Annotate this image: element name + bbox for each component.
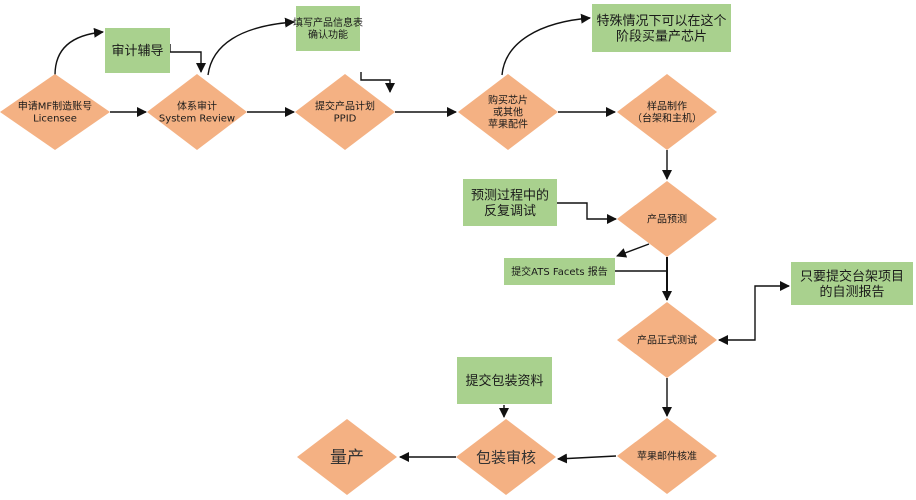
node-label-line: 包装审核 [476,448,536,466]
node-label-line: 提交产品计划 [315,100,375,113]
node-label-line: 苹果配件 [488,118,528,131]
node-label-line: 反复调试 [484,204,536,219]
node-label-line: 申请MF制造账号 [18,100,92,113]
node-label-line: PPID [334,114,357,125]
box-shape [463,179,557,226]
node-label-line: 购买芯片 [488,94,528,107]
node-label-line: 的自测报告 [819,284,884,300]
diamond-shape [617,418,717,494]
node-label-line: 苹果邮件核准 [637,450,697,463]
diamond-shape [147,74,247,150]
box-shape [296,6,360,51]
diamond-shape [617,74,717,150]
box-shape [791,262,913,305]
diamond-shape [295,74,395,150]
node-product-pretest: 产品预测 [617,181,717,257]
node-label-line: 预测过程中的 [471,187,549,203]
node-label-line: 特殊情况下可以在这个 [596,13,726,29]
diamond-shape [297,419,397,495]
edges-layer [54,13,790,464]
node-label-line: 确认功能 [308,28,348,41]
node-label-line: 或其他 [493,106,523,119]
node-label-line: 产品预测 [647,213,687,226]
node-audit-coaching: 审计辅导 [105,28,170,73]
node-formal-test: 产品正式测试 [617,302,717,378]
node-label-line: 提交包装资料 [465,373,543,389]
diamond-shape [456,419,556,495]
edge-buy-chips-to-special-case [501,13,591,76]
node-label-line: 填写产品信息表 [293,16,363,29]
node-package-review: 包装审核 [456,419,556,495]
diamond-shape [617,181,717,257]
edge-audit-coaching-to-system-review [169,44,206,73]
edge-iterative-debug-to-product-pretest [557,202,617,224]
edge-apple-approval-to-package-review [557,453,617,464]
node-label-line: 提交ATS Facets 报告 [511,265,608,278]
node-apple-approval: 苹果邮件核准 [617,418,717,494]
node-mass-production: 量产 [297,419,397,495]
node-label-line: Licensee [33,114,77,125]
node-label-line: System Review [159,114,235,125]
node-make-samples: 样品制作（台架和主机） [617,74,717,150]
node-label-line: 审计辅导 [111,44,163,59]
edge-apply-account-to-audit-coaching [54,27,104,76]
box-shape [504,258,615,285]
diamond-shape [617,302,717,378]
box-shape [457,357,552,404]
edge-formal-test-to-self-test-report [718,281,790,345]
node-label-line: 体系审计 [177,100,217,113]
node-label-line: （台架和主机） [632,112,702,125]
node-label-line: 量产 [330,448,364,468]
box-shape [592,4,731,52]
edge-fill-product-info-to-submit-ppid [360,72,395,93]
edge-product-pretest-to-submit-ats [616,243,650,258]
diamond-shape [0,74,110,150]
edge-system-review-to-fill-product-info [207,17,295,76]
box-shape [105,28,170,73]
node-label-line: 产品正式测试 [637,334,697,347]
node-submit-ats: 提交ATS Facets 报告 [504,258,615,285]
node-submit-package: 提交包装资料 [457,357,552,404]
node-label-line: 阶段买量产芯片 [616,29,707,44]
diamond-shape [458,74,558,150]
node-label-line: 样品制作 [647,100,687,113]
node-label-line: 只要提交台架项目 [800,268,904,284]
